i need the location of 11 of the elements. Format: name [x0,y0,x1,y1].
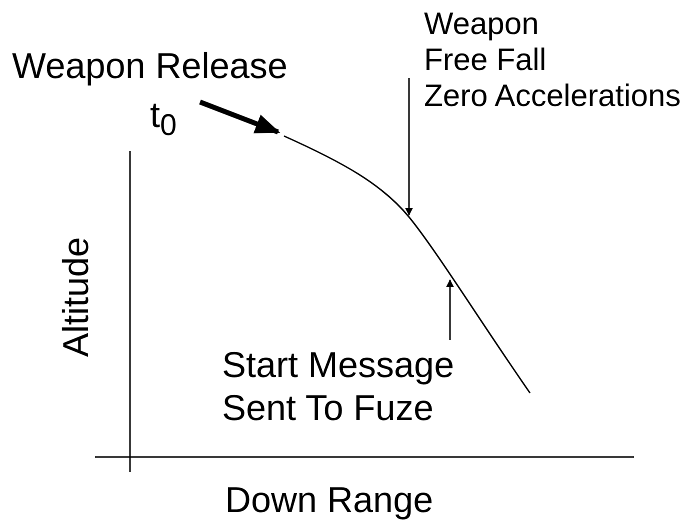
arrow [405,78,413,216]
event-label: Weapon Release [12,45,288,87]
arrow [446,279,454,340]
annotation-text: Zero Accelerations [424,78,681,114]
annotation-text: Start Message Sent To Fuze [222,343,456,429]
annotation-text: Free Fall [424,42,546,78]
annotation-text: Weapon [424,6,539,42]
axis-label: Down Range [225,479,434,521]
arrow [199,100,280,134]
axis-label: Altitude [55,236,98,358]
time-label: t$_{0}$ [150,94,177,144]
